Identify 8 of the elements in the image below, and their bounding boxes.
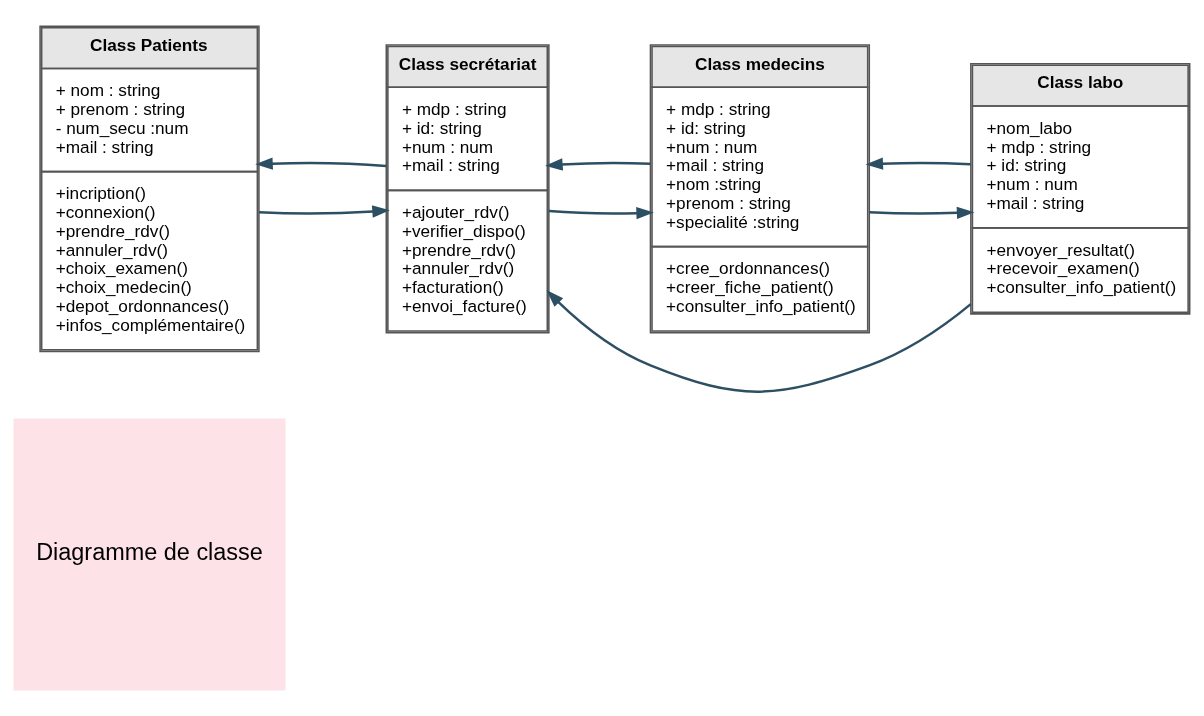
node-box: Diagramme de classe xyxy=(13,418,286,691)
arrow xyxy=(548,207,654,220)
arrow xyxy=(258,205,390,218)
arrow xyxy=(545,158,651,171)
arrow xyxy=(869,206,975,219)
arrow xyxy=(255,157,387,170)
arrow xyxy=(865,157,971,170)
arrow xyxy=(546,290,972,393)
